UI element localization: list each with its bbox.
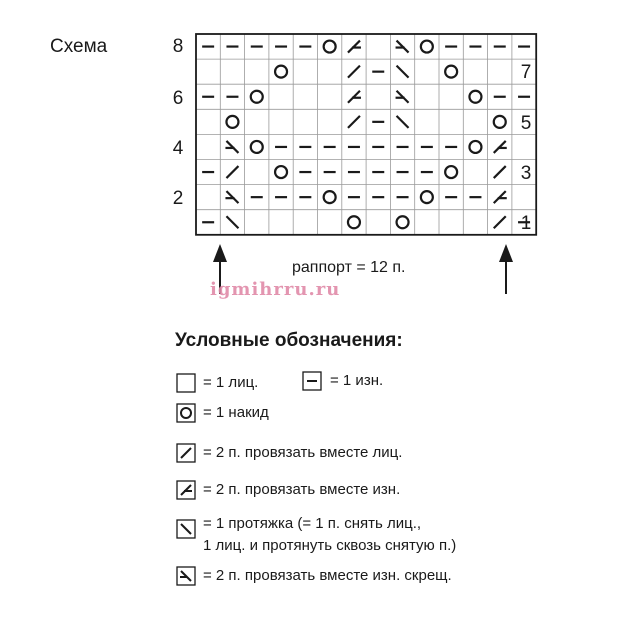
row-number-7: 7 [520,62,532,83]
k2tog-icon [176,443,196,463]
k2tog-mark [225,165,240,179]
legend-p2tog-tbl-label: = 2 п. провязать вместе изн. скрещ. [203,567,452,584]
skpo-mark [225,215,240,230]
yarn-over-mark [468,89,483,104]
k2tog-mark [347,64,361,79]
rapport-end-arrow [499,244,513,294]
legend-purl-label: = 1 изн. [330,372,384,389]
grid-border [195,33,538,236]
p2tog-tbl-icon [176,566,196,586]
p2tog-mark [347,39,361,54]
skpo-mark [395,64,410,79]
row-number-2: 2 [172,188,184,209]
yarn-over-mark [249,89,264,104]
legend-knit-label: = 1 лиц. [203,374,259,391]
yarn-over-mark [395,215,410,230]
k2tog-mark [347,115,361,129]
yarn-over-mark [419,39,434,54]
legend-p2tog-label: = 2 п. провязать вместе изн. [203,481,401,498]
p2tog-mark [347,89,361,104]
row-number-3: 3 [520,163,532,184]
yarn-over-icon [176,403,196,423]
row-number-4: 4 [172,138,184,159]
skpo-mark [395,115,410,129]
chart-symbols [202,39,531,230]
p2tog-tbl-mark [225,190,240,204]
skpo-icon [176,519,196,539]
yarn-over-mark [346,215,362,230]
p2tog-tbl-mark [395,89,410,104]
knit-stitch-icon [176,373,196,393]
knitting-chart [195,33,538,294]
legend-title: Условные обозначения: [175,330,403,351]
yarn-over-mark [468,139,483,155]
yarn-over-mark [444,164,459,180]
chart-grid [195,33,538,236]
p2tog-tbl-mark [225,140,240,154]
k2tog-mark [492,165,507,179]
p2tog-icon [176,480,196,500]
purl-stitch-icon [302,371,322,391]
p2tog-tbl-mark [395,39,410,54]
rapport-label: раппорт = 12 п. [292,259,406,276]
legend-k2tog-label: = 2 п. провязать вместе лиц. [203,444,403,461]
row-number-8: 8 [172,36,184,57]
row-number-1: 1 [520,213,532,234]
chart-title: Схема [50,36,108,57]
p2tog-mark [492,140,507,154]
row-number-6: 6 [172,88,184,109]
watermark: igmihrru.ru [210,279,341,300]
yarn-over-mark [273,64,289,79]
legend-skpo-label: = 1 протяжка (= 1 п. снять лиц., [203,515,422,532]
row-number-5: 5 [520,113,532,134]
yarn-over-mark [322,39,337,54]
rapport-start-arrow [213,244,227,294]
yarn-over-mark [444,64,459,79]
yarn-over-mark [225,114,240,129]
yarn-over-mark [492,114,507,129]
yarn-over-mark [419,190,434,205]
p2tog-mark [492,190,507,204]
legend-yarn-over-label: = 1 накид [203,404,269,421]
yarn-over-mark [322,190,337,205]
yarn-over-mark [249,139,264,155]
k2tog-mark [492,215,507,230]
legend-skpo-label-line2: 1 лиц. и протянуть сквозь снятую п.) [203,537,457,554]
yarn-over-mark [273,164,289,180]
